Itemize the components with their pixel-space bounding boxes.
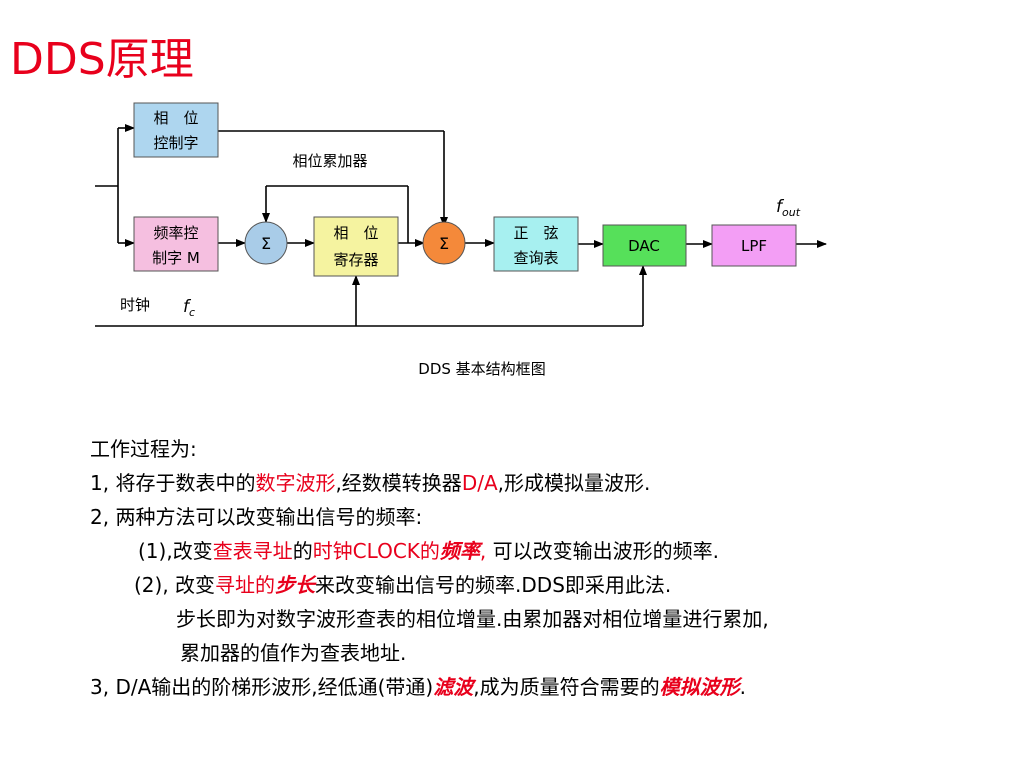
lpf-block: LPF [711,224,797,267]
phase-register-label-1: 相 位 [333,224,378,242]
highlight-analog-waveform: 模拟波形 [659,675,740,699]
highlight-da: D/A [461,471,498,495]
highlight-digital-waveform: 数字波形 [255,471,336,495]
accumulator-adder-node: Σ [244,221,288,265]
clock-label: 时钟 [120,296,150,314]
highlight-filtering: 滤波 [433,675,474,699]
sine-lut-label-2: 查询表 [513,249,558,267]
text-line-4: (2), 改变寻址的步长来改变输出信号的频率.DDS即采用此法. [134,573,672,597]
highlight-addressing: 寻址的 [215,573,276,597]
freq-control-label-1: 频率控 [153,224,198,242]
highlight-frequency: 频率 [439,539,480,563]
phase-register-label-2: 寄存器 [333,251,378,269]
phase-register-block: 相 位 寄存器 [313,216,399,277]
accumulator-label: 相位累加器 [292,152,367,170]
phase-control-label-2: 控制字 [153,134,198,152]
page-title: DDS原理 [10,34,194,85]
phase-control-label-1: 相 位 [153,109,198,127]
sine-lookup-table-block: 正 弦 查询表 [493,216,579,272]
diagram-caption: DDS 基本结构框图 [418,360,545,378]
text-line-0: 工作过程为: [90,437,197,461]
text-line-1: 1, 将存于数表中的数字波形,经数模转换器D/A,形成模拟量波形. [90,471,651,495]
frequency-control-word-block: 频率控 制字 M [133,216,219,272]
text-line-7: 3, D/A输出的阶梯形波形,经低通(带通)滤波,成为质量符合需要的模拟波形. [90,675,746,699]
fout-label: fout [776,197,801,219]
process-description: 工作过程为: 1, 将存于数表中的数字波形,经数模转换器D/A,形成模拟量波形.… [90,432,1010,704]
sine-lut-label-1: 正 弦 [513,224,558,242]
freq-control-label-2: 制字 M [152,249,200,267]
dds-block-diagram: 相 位 控制字 频率控 制字 M Σ 相 位 寄存器 Σ 正 弦 查询表 DAC… [95,102,827,378]
phase-control-word-block: 相 位 控制字 [133,102,219,158]
fc-label: fc [183,297,195,319]
lpf-label: LPF [741,237,767,255]
sigma-label-1: Σ [261,234,271,253]
text-line-5: 步长即为对数字波形查表的相位增量.由累加器对相位增量进行累加, [176,607,769,631]
text-line-6: 累加器的值作为查表地址. [180,641,407,665]
text-line-3: (1),改变查表寻址的时钟CLOCK的频率, 可以改变输出波形的频率. [138,539,719,563]
dac-label: DAC [628,237,660,255]
highlight-lut-address: 查表寻址 [212,539,293,563]
text-line-2: 2, 两种方法可以改变输出信号的频率: [90,505,423,529]
dac-block: DAC [602,224,687,267]
highlight-step: 步长 [275,573,316,597]
signal-wires [95,124,827,327]
highlight-clock: 时钟CLOCK的 [312,539,440,563]
phase-offset-adder-node: Σ [422,221,466,265]
sigma-label-2: Σ [439,234,449,253]
